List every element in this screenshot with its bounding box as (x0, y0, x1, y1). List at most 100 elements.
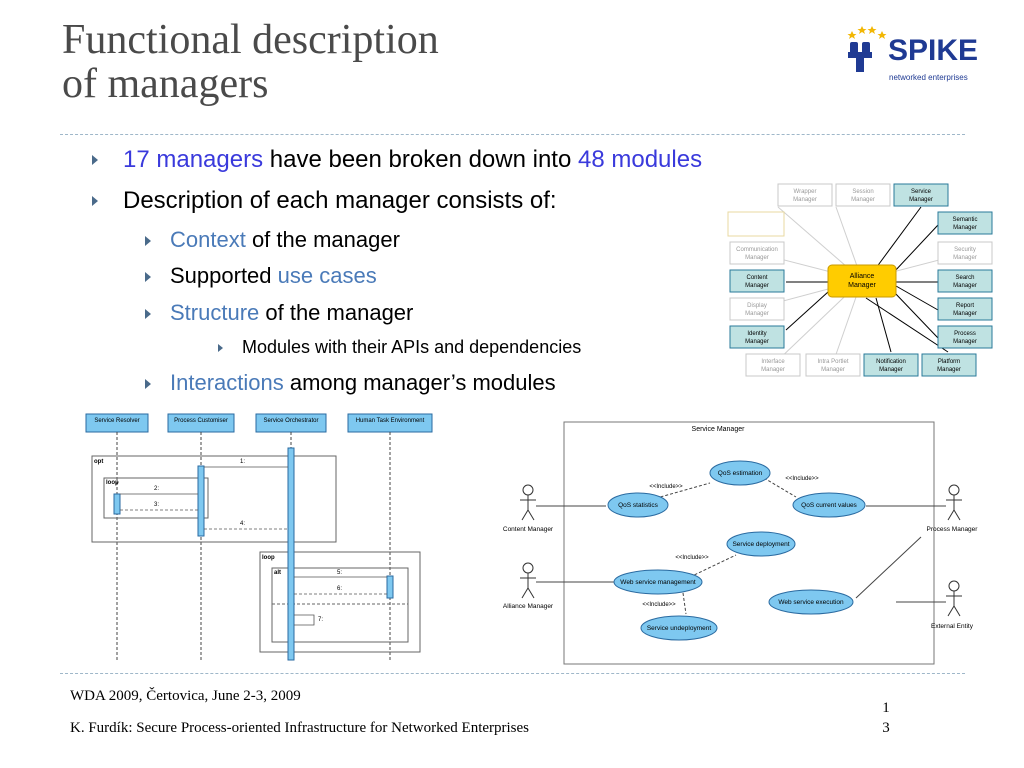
include-label: <<Include>> (675, 555, 709, 561)
context-node-label: Manager (821, 367, 845, 373)
footer-paper: K. Furdík: Secure Process-oriented Infra… (70, 720, 530, 736)
sub-bullet-interactions: Interactions among manager’s modules (170, 370, 556, 395)
sequence-diagram: Service Resolver Process Customiser Serv… (85, 413, 433, 662)
context-node-label: Content (746, 275, 767, 281)
usecase-label: Service undeployment (647, 625, 712, 632)
usecase-label: QoS statistics (618, 502, 658, 509)
page-number: 1 3 (882, 700, 890, 736)
context-node-box (777, 183, 833, 207)
seq-message-label: 3: (154, 502, 159, 508)
logo-tagline: networked enterprises (889, 73, 968, 82)
seq-lifeline-label: Human Task Environment (356, 418, 425, 424)
slide-title-line1: Functional description (62, 17, 439, 63)
slide-title-line2: of managers (62, 61, 269, 107)
context-node-label: Manager (745, 283, 769, 289)
seq-fragment-label: opt (94, 459, 103, 465)
context-node-label: Manager (937, 367, 961, 373)
actor-label: Alliance Manager (503, 603, 554, 610)
include-label: <<Include>> (785, 476, 819, 482)
actor-label: External Entity (931, 623, 974, 630)
include-label: <<Include>> (649, 484, 683, 490)
bullet-arrow-icon (218, 344, 223, 352)
logo-stars-icon (847, 26, 887, 39)
context-node-label: Display (747, 303, 767, 309)
context-node-box (893, 183, 949, 207)
context-node-label: Report (956, 303, 974, 309)
seq-message-label: 1: (240, 459, 245, 465)
seq-message-label: 6: (337, 586, 342, 592)
seq-fragment-label: alt (274, 570, 281, 576)
context-node-label: Manager (761, 367, 785, 373)
context-node-label: Manager (953, 255, 977, 261)
usecase-label: Web service execution (778, 599, 844, 606)
bullet-arrow-icon (145, 272, 151, 282)
bullet-managers-modules: 17 managers have been broken down into 4… (123, 146, 703, 173)
usecase-label: Web service management (620, 579, 696, 586)
seq-lifeline-headers: Service Resolver Process Customiser Serv… (85, 413, 433, 433)
sub-sub-bullet-modules: Modules with their APIs and dependencies (242, 337, 582, 357)
actor-label: Process Manager (927, 526, 979, 533)
context-node-box (937, 297, 993, 321)
context-node-box (863, 353, 919, 377)
header-divider (60, 134, 965, 135)
context-node-label: Search (955, 275, 974, 281)
context-node-label: Semantic (952, 217, 977, 223)
seq-fragment-label: loop (106, 480, 119, 486)
seq-lifeline-label: Process Customiser (174, 418, 228, 424)
context-node-box (835, 183, 891, 207)
bullet-arrow-icon (92, 155, 98, 165)
context-node-label: Security (954, 247, 976, 253)
context-node-box (937, 269, 993, 293)
context-node-box (729, 325, 785, 349)
context-node-box (729, 297, 785, 321)
context-node-label: Manager (745, 255, 769, 261)
context-node-label: Manager (953, 283, 977, 289)
seq-lifeline-label: Service Orchestrator (263, 418, 318, 424)
context-node-label: Communication (736, 247, 778, 253)
usecase-label: QoS current values (801, 502, 857, 509)
context-node-label: Manager (953, 225, 977, 231)
context-node-label: Process (954, 331, 976, 337)
bullet-arrow-icon (145, 236, 151, 246)
context-node-label: Manager (953, 339, 977, 345)
context-node-label: Service (911, 189, 932, 195)
context-node-label: Manager (793, 197, 817, 203)
sub-bullet-structure: Structure of the manager (170, 300, 414, 325)
context-node-box (921, 353, 977, 377)
context-node-box (729, 269, 785, 293)
context-node-label: Manager (745, 339, 769, 345)
context-node-label: Session (852, 189, 873, 195)
actor-icon (520, 484, 536, 521)
context-node-box (729, 241, 785, 265)
slide-title: Functional description of managers (62, 18, 439, 106)
sub-bullet-context: Context of the manager (170, 227, 400, 252)
sub-bullet-use-cases: Supported use cases (170, 263, 377, 288)
actor-icon (520, 562, 536, 599)
seq-message-label: 2: (154, 486, 159, 492)
seq-message-label: 5: (337, 570, 342, 576)
usecase-label: Service deployment (732, 541, 789, 548)
seq-message-label: 7: (318, 617, 323, 623)
context-node-label: Manager (879, 367, 903, 373)
actor-label: Content Manager (503, 526, 554, 533)
footer-divider (60, 673, 965, 674)
bullet-description: Description of each manager consists of: (123, 187, 557, 214)
context-node-box (937, 241, 993, 265)
spike-logo: SPIKE networked enterprises (847, 26, 978, 82)
context-node-box (937, 211, 993, 235)
seq-message-label: 4: (240, 521, 245, 527)
usecase-diagram: Service Manager QoS estimation QoS stati… (503, 421, 979, 665)
context-node-label: Wrapper (794, 189, 817, 195)
actor-icon (946, 484, 962, 521)
bullet-arrow-icon (92, 196, 98, 206)
usecase-system-title: Service Manager (692, 426, 746, 433)
context-center-line1: Alliance (850, 273, 875, 280)
usecase-label: QoS estimation (718, 470, 763, 477)
context-node-label: Identity (747, 331, 766, 337)
context-node-label: Manager (745, 311, 769, 317)
include-label: <<Include>> (642, 602, 676, 608)
context-node-label: Manager (953, 311, 977, 317)
context-node-label: Platform (938, 359, 960, 365)
